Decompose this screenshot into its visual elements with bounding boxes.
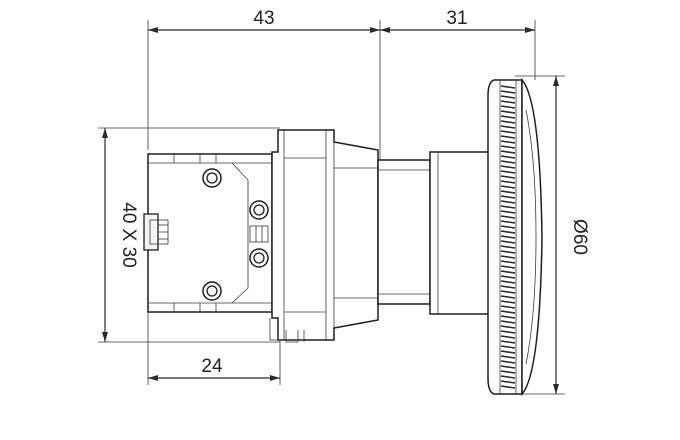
- terminal-screw-icon: [249, 248, 269, 268]
- knurl-tick: [500, 190, 516, 194]
- knurl-tick: [500, 290, 516, 294]
- dimension-label-43: 43: [253, 8, 274, 29]
- knurl-tick: [500, 230, 516, 234]
- knurl-tick: [500, 130, 516, 134]
- contact-block: [143, 153, 273, 313]
- knurl-tick: [500, 360, 516, 364]
- dimension-40x30: 40 X 30: [98, 127, 280, 343]
- knurl-tick: [500, 180, 516, 184]
- knurl-tick: [500, 325, 516, 329]
- terminal-screw-icon: [249, 200, 269, 220]
- knurl-tick: [500, 115, 516, 119]
- knurl-tick: [500, 280, 516, 284]
- knurl-tick: [500, 385, 516, 389]
- knurl-tick: [500, 85, 516, 89]
- dimension-label-40x30: 40 X 30: [118, 202, 139, 268]
- knurl-tick: [500, 125, 516, 129]
- knurl-tick: [500, 165, 516, 169]
- mushroom-head: [487, 78, 543, 396]
- knurl-tick: [500, 150, 516, 154]
- knurl-tick: [500, 285, 516, 289]
- knurl-tick: [500, 250, 516, 254]
- knurl-tick: [500, 260, 516, 264]
- knurl-tick: [500, 370, 516, 374]
- knurl-tick: [500, 240, 516, 244]
- dimension-label-31: 31: [446, 8, 467, 29]
- knurl-tick: [500, 110, 516, 114]
- dimension-31: 31: [380, 8, 536, 80]
- knurl-tick: [500, 90, 516, 94]
- knurl-tick: [500, 245, 516, 249]
- knurl-tick: [500, 210, 516, 214]
- knurl-tick: [500, 295, 516, 299]
- bushing: [377, 159, 431, 305]
- knurl-tick: [500, 335, 516, 339]
- dimension-label-diameter-60: Ø60: [569, 219, 590, 255]
- knurl-tick: [500, 155, 516, 159]
- knurl-tick: [500, 100, 516, 104]
- knurl-tick: [500, 315, 516, 319]
- knurl-tick: [500, 320, 516, 324]
- knurl-tick: [500, 255, 516, 259]
- knurl-tick: [500, 380, 516, 384]
- terminal-screw-icon: [202, 281, 222, 301]
- knurl-tick: [500, 265, 516, 269]
- knurl-tick: [500, 95, 516, 99]
- knurl-tick: [500, 355, 516, 359]
- knurl-tick: [500, 140, 516, 144]
- knurl-tick: [500, 275, 516, 279]
- knurl-tick: [500, 175, 516, 179]
- knurl-tick: [500, 170, 516, 174]
- knurl-tick: [500, 330, 516, 334]
- knurl-tick: [500, 105, 516, 109]
- knurl-pattern: [500, 85, 516, 389]
- knurl-tick: [500, 375, 516, 379]
- knurl-tick: [500, 120, 516, 124]
- knurl-tick: [500, 205, 516, 209]
- mounting-flange: [269, 129, 379, 343]
- actuator-stem: [429, 151, 493, 315]
- knurl-tick: [500, 340, 516, 344]
- knurl-tick: [500, 345, 516, 349]
- knurl-tick: [500, 310, 516, 314]
- knurl-tick: [500, 225, 516, 229]
- knurl-tick: [500, 220, 516, 224]
- knurl-tick: [500, 270, 516, 274]
- dimension-24: 24: [147, 312, 281, 385]
- knurl-tick: [500, 195, 516, 199]
- knurl-tick: [500, 300, 516, 304]
- dimension-diameter-60: Ø60: [515, 75, 590, 395]
- dimension-label-24: 24: [201, 356, 223, 377]
- dimension-43: 43: [147, 8, 381, 160]
- knurl-tick: [500, 160, 516, 164]
- knurl-tick: [500, 305, 516, 309]
- knurl-tick: [500, 200, 516, 204]
- knurl-tick: [500, 350, 516, 354]
- knurl-tick: [500, 235, 516, 239]
- knurl-tick: [500, 215, 516, 219]
- knurl-tick: [500, 145, 516, 149]
- knurl-tick: [500, 185, 516, 189]
- knurl-tick: [500, 365, 516, 369]
- terminal-screw-icon: [202, 168, 222, 188]
- knurl-tick: [500, 135, 516, 139]
